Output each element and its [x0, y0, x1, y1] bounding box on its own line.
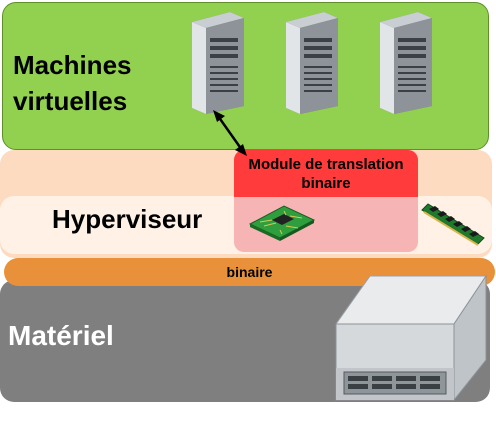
translation-module-label: Module de translation binaire	[234, 155, 418, 193]
server-tower-icon	[286, 12, 338, 114]
binary-band-label: binaire	[226, 264, 273, 280]
cpu-chip-icon	[248, 205, 316, 241]
server-tower-icon	[380, 12, 432, 114]
vm-label-line1: Machines	[13, 50, 132, 80]
server-tower-icon	[192, 12, 244, 114]
vm-layer-label: Machines virtuelles	[13, 47, 132, 119]
double-arrow-icon	[213, 110, 247, 156]
hardware-label: Matériel	[8, 320, 114, 351]
rack-server-icon	[335, 274, 487, 402]
module-label-line1: Module de translation	[248, 156, 404, 173]
translation-module-header	[234, 150, 418, 197]
hypervisor-label: Hyperviseur	[52, 204, 203, 234]
module-label-line2: binaire	[301, 175, 351, 192]
vm-label-line2: virtuelles	[13, 86, 128, 116]
ram-module-icon	[421, 203, 485, 246]
